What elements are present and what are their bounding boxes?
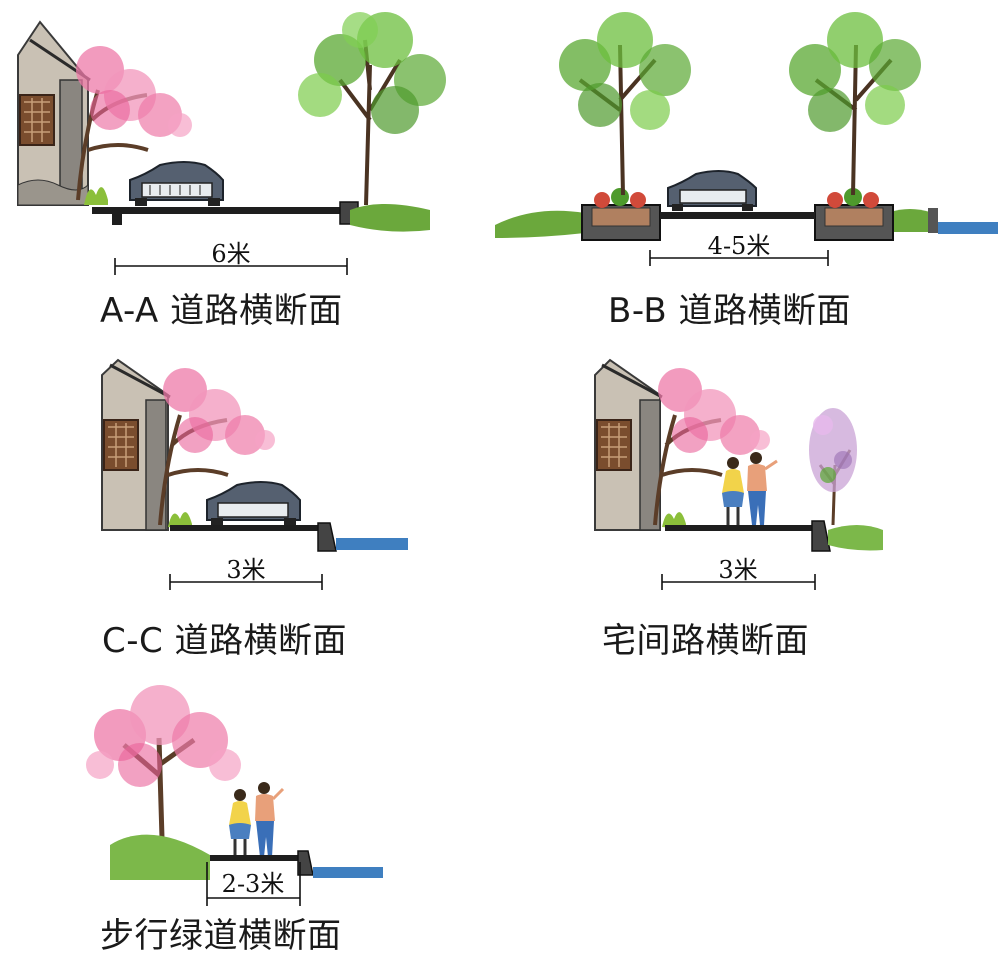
section-house-path-drawing: 3米 [594,358,883,590]
road-surface [660,212,815,219]
curb [811,520,831,552]
width-label: 3米 [226,556,265,584]
width-label: 4-5米 [708,232,771,260]
section-caption: B-B 道路横断面 [608,291,852,331]
section-bb-drawing: 4-5米 [495,12,998,266]
car-icon [129,161,224,206]
section-house-path: 3米 宅间路横断面 [490,345,1001,665]
people-icon [722,452,778,525]
dimension-line: 2-3米 [206,862,301,906]
house-icon [101,358,171,531]
shrub-icon [168,512,192,529]
section-cc: 3米 C-C 道路横断面 [0,345,480,665]
path-surface [210,855,300,861]
width-label: 2-3米 [222,870,285,898]
road-surface [170,525,320,531]
section-aa-drawing: 6米 [17,12,446,275]
section-caption: C-C 道路横断面 [102,621,348,661]
dimension-line: 6米 [114,240,348,275]
blossom-tree-icon [653,368,770,526]
shrub-icon [84,187,108,205]
dimension-line: 4-5米 [649,232,829,266]
section-greenway: 2-3米 步行绿道横断面 [0,680,480,958]
road-surface [92,207,347,214]
grass-bank [495,210,585,238]
grass-bank [828,525,883,551]
width-label: 6米 [211,240,250,268]
grass-bank [110,834,210,880]
dimension-line: 3米 [661,556,816,590]
curb [928,208,938,233]
planter-right [814,188,894,241]
grass-bank [350,204,430,232]
section-aa: 6米 A-A 道路横断面 [0,0,480,331]
tree-icon [298,12,446,206]
house-icon [17,20,91,206]
house-icon [594,358,663,531]
section-greenway-drawing: 2-3米 [86,685,383,906]
width-label: 3米 [718,556,757,584]
section-cc-drawing: 3米 [101,358,408,590]
section-bb: 4-5米 B-B 道路横断面 [490,0,1001,331]
car-icon [206,481,301,526]
water-channel [313,867,383,878]
section-caption: 宅间路横断面 [602,621,809,661]
tree-icon [789,12,921,196]
curb [317,522,337,552]
planter-left [581,188,661,241]
flowering-shrub-icon [809,408,857,526]
dimension-line: 3米 [169,556,323,590]
road-surface [665,525,815,531]
shrub-icon [662,512,686,529]
car-icon [667,170,757,211]
water-channel [938,222,998,234]
blossom-tree-icon [76,46,192,201]
blossom-tree-icon [86,685,241,839]
blossom-tree-icon [158,368,275,526]
tree-icon [559,12,691,196]
section-caption: 步行绿道横断面 [100,916,342,956]
water-channel [336,538,408,550]
people-icon [229,782,285,857]
section-caption: A-A 道路横断面 [100,291,343,331]
